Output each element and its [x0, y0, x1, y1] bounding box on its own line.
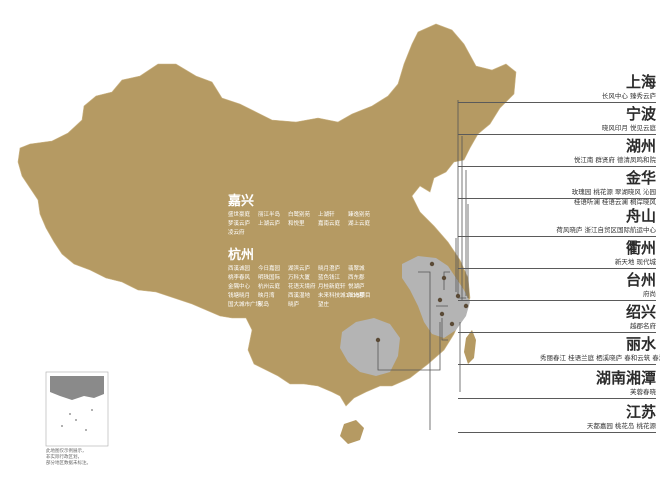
city-markers — [375, 261, 469, 343]
city-divider — [458, 300, 656, 301]
zhejiang-jiangsu-highlight — [402, 256, 470, 338]
inset-landmass — [50, 376, 104, 400]
city-item: 金华玫瑰园 桃花源 翠湖晓风 沁园桂语听澜 桂语云澜 桐岸晓风 — [540, 170, 656, 207]
city-name: 金华 — [625, 169, 656, 187]
project-label: 钱塘晓月 — [228, 293, 251, 299]
city-name: 江苏 — [625, 403, 656, 421]
city-projects: 府尚 — [643, 290, 656, 298]
project-label: 杭州云庭 — [258, 284, 281, 290]
project-label: 湖上云庭 — [348, 221, 371, 227]
city-projects: 长风中心 臻秀云庐 — [601, 92, 656, 100]
city-item: 衢州新天地 现代城 — [540, 240, 656, 267]
project-label: 臻逸别苑 — [348, 212, 371, 218]
city-projects: 晓风印月 悦见云庭 — [601, 124, 656, 132]
city-item: 湖州悦江南 群贤府 德清凤鸣和院 — [540, 138, 656, 165]
city-projects: 荷风晓庐 浙江自贸区国际航运中心 — [556, 226, 656, 234]
project-label: 万科大厦 — [288, 275, 311, 281]
project-label: 今日嘉园 — [258, 266, 281, 272]
project-label: 和悦里 — [288, 221, 305, 227]
project-label: 蓝色钱江 — [318, 275, 341, 281]
city-projects-extra: 桂语听澜 桂语云澜 桐岸晓风 — [573, 198, 656, 206]
project-label: 上湖轩 — [318, 212, 335, 218]
city-divider — [458, 332, 656, 333]
project-label: 望庄 — [318, 302, 330, 308]
city-name: 丽水 — [625, 335, 656, 353]
city-name: 舟山 — [625, 207, 656, 225]
city-divider — [458, 432, 656, 433]
city-name: 宁波 — [625, 105, 656, 123]
city-item: 江苏天都嘉园 桃花岛 桃花源 — [540, 404, 656, 431]
city-projects: 玫瑰园 桃花源 翠湖晓风 沁园 — [571, 188, 656, 196]
city-item: 台州府尚 — [540, 272, 656, 299]
project-label: 阳光郡 — [348, 293, 365, 299]
city-name: 绍兴 — [625, 303, 656, 321]
city-name: 湖州 — [625, 137, 656, 155]
project-label: 盛世豪庭 — [228, 212, 251, 218]
city-projects: 芙蓉春晓 — [630, 388, 656, 396]
city-name: 衢州 — [625, 239, 656, 257]
city-item: 舟山荷风晓庐 浙江自贸区国际航运中心 — [540, 208, 656, 235]
city-divider — [458, 364, 656, 365]
map-note: 此地图仅示例展示， 非实际行政区划， 部分地区数据未标注。 — [46, 449, 91, 466]
city-projects: 越郡名府 — [630, 322, 656, 330]
city-name: 湖南湘潭 — [595, 369, 656, 387]
project-label: 月桂新庭轩 — [318, 284, 346, 290]
hainan-island — [340, 420, 364, 444]
project-label: 金隅中心 — [228, 284, 251, 290]
project-label: 西东郡 — [348, 275, 365, 281]
project-label: 国大城市广场 — [228, 302, 262, 308]
project-label: 西溪诚园 — [228, 266, 251, 272]
project-label: 嘉南云庭 — [318, 221, 341, 227]
city-item: 宁波晓风印月 悦见云庭 — [540, 106, 656, 133]
city-projects: 秀丽春江 桂语兰庭 栖溪晓庐 春和云筑 春溪晓园 — [540, 354, 660, 362]
city-divider — [458, 398, 656, 399]
project-label: 晓庐 — [288, 302, 300, 308]
city-divider — [458, 102, 656, 103]
city-name: 上海 — [625, 73, 656, 91]
project-label: 桃李春风 — [228, 275, 251, 281]
city-divider — [458, 166, 656, 167]
project-label: 凌云府 — [228, 230, 245, 236]
city-name: 台州 — [625, 271, 656, 289]
project-label: 悦湖庐 — [348, 284, 365, 290]
project-label: 晓月澄庐 — [318, 266, 341, 272]
connector-lines — [377, 100, 469, 430]
region-title-jiaxing: 嘉兴 — [228, 194, 255, 209]
project-label: 西溪湿地 — [288, 293, 311, 299]
project-label: 花语天境府 — [288, 284, 316, 290]
project-label: 丽江半岛 — [258, 212, 281, 218]
city-item: 上海长风中心 臻秀云庐 — [540, 74, 656, 101]
hunan-highlight — [340, 318, 400, 376]
china-landmass — [17, 23, 517, 407]
city-item: 绍兴越郡名府 — [540, 304, 656, 331]
project-label: 翡翠城 — [348, 266, 365, 272]
project-label: 上湖云庐 — [258, 221, 281, 227]
city-divider — [458, 268, 656, 269]
city-projects: 悦江南 群贤府 德清凤鸣和院 — [573, 156, 656, 164]
project-label: 白鹭别苑 — [288, 212, 311, 218]
taiwan-island — [464, 330, 476, 364]
region-title-hangzhou: 杭州 — [228, 248, 255, 263]
city-item: 湖南湘潭芙蓉春晓 — [540, 370, 656, 397]
project-label: 未来科技城1318项目 — [318, 293, 371, 299]
city-divider — [458, 198, 656, 199]
city-divider — [458, 236, 656, 237]
project-label: 观岛 — [258, 302, 270, 308]
city-divider — [458, 134, 656, 135]
inset-islands — [61, 409, 93, 431]
city-projects: 新天地 现代城 — [614, 258, 656, 266]
project-label: 明珠国际 — [258, 275, 281, 281]
city-projects: 天都嘉园 桃花岛 桃花源 — [586, 422, 656, 430]
project-label: 湖滨云庐 — [288, 266, 311, 272]
project-label: 梦溪云庐 — [228, 221, 251, 227]
project-label: 映月湾 — [258, 293, 275, 299]
